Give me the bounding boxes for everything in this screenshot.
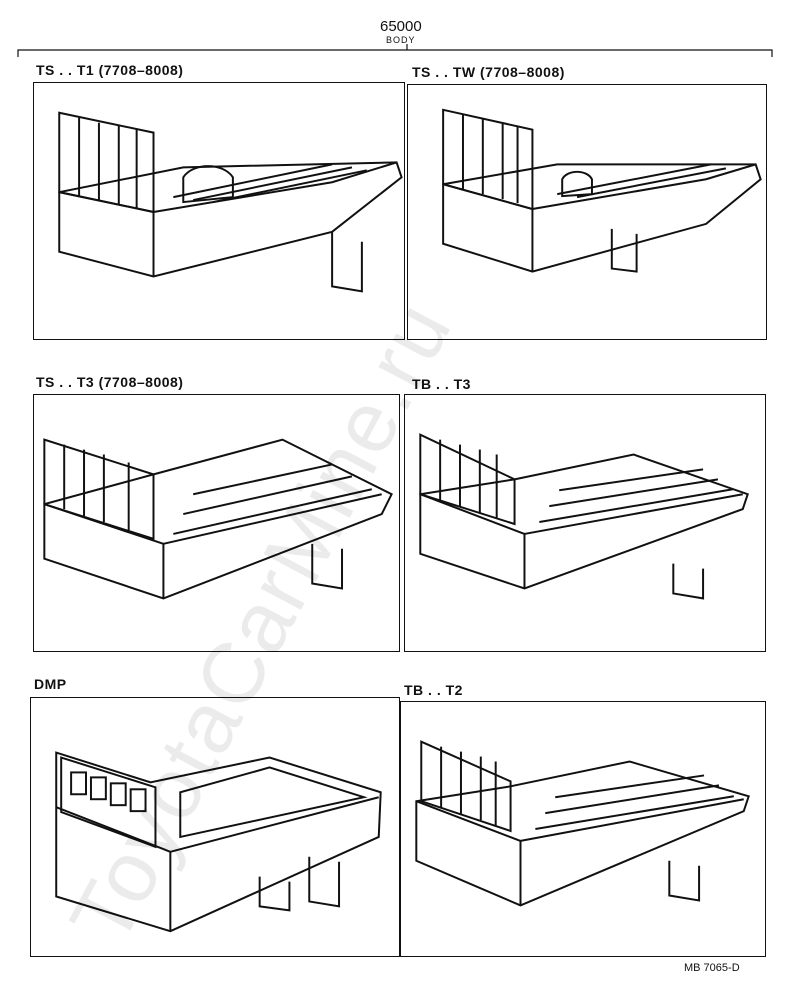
panel-dmp — [30, 697, 400, 957]
panel-tb-t2 — [400, 701, 766, 957]
truck-bed-illustration — [58, 111, 403, 293]
panel-label-ts-t1: TS . . T1 (7708–8008) — [36, 62, 184, 78]
truck-bed-illustration — [43, 438, 393, 600]
truck-bed-illustration — [419, 433, 749, 600]
panel-ts-tw — [407, 84, 767, 340]
section-title: BODY — [386, 35, 416, 45]
panel-label-tb-t2: TB . . T2 — [404, 682, 463, 698]
panel-label-ts-t3: TS . . T3 (7708–8008) — [36, 374, 184, 390]
figure-reference: MB 7065-D — [684, 962, 740, 974]
dump-bed-illustration — [55, 751, 382, 933]
section-code: 65000 — [380, 18, 422, 35]
truck-bed-illustration — [415, 740, 750, 907]
header-bracket — [17, 44, 773, 57]
truck-bed-illustration — [442, 108, 762, 273]
panel-tb-t3 — [404, 394, 766, 652]
panel-label-dmp: DMP — [34, 676, 67, 692]
panel-label-tb-t3: TB . . T3 — [412, 376, 471, 392]
panel-ts-t3 — [33, 394, 400, 652]
panel-label-ts-tw: TS . . TW (7708–8008) — [412, 64, 565, 80]
panel-ts-t1 — [33, 82, 405, 340]
